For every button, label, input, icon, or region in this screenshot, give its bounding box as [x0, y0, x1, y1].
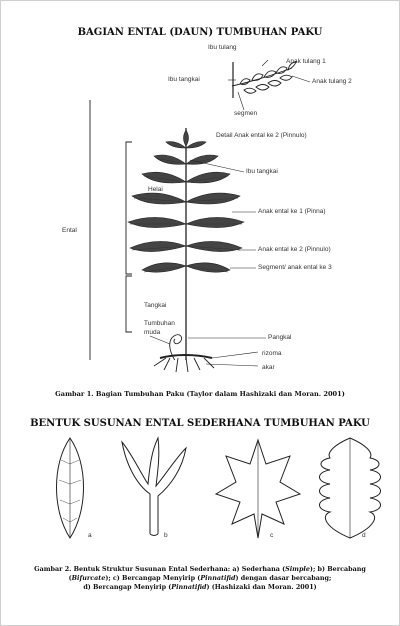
figure1-title: BAGIAN ENTAL (DAUN) TUMBUHAN PAKU: [0, 27, 400, 38]
panel-letter-c: c: [270, 532, 273, 539]
label-anak-tulang-2: Anak tulang 2: [312, 78, 352, 85]
figure1-caption: Gambar 1. Bagian Tumbuhan Paku (Taylor d…: [18, 390, 382, 399]
label-helai: Helai: [148, 186, 163, 193]
label-ibu-tangkai: Ibu tangkai: [246, 168, 278, 175]
frond-shapes-illustration: [0, 434, 400, 544]
figure2-caption-line1: Gambar 2. Bentuk Struktur Susunan Ental …: [2, 565, 398, 574]
panel-letter-a: a: [88, 532, 92, 539]
label-anak-tulang-1: Anak tulang 1: [286, 58, 326, 65]
label-pangkal: Pangkal: [268, 334, 292, 341]
label-anak-ental-1: Anak ental ke 1 (Pinna): [258, 208, 326, 215]
caption-text: ); c) Bercangap Menyirip (: [105, 574, 200, 582]
label-segment: Segment/ anak ental ke 3: [258, 264, 332, 271]
caption-text: ); b) Bercabang: [310, 565, 366, 573]
label-tumbuhan: Tumbuhan: [144, 320, 175, 327]
caption-term-simple: Simple: [285, 565, 310, 573]
caption-term-pinnatifid: Pinnatifid: [171, 583, 206, 591]
caption-term-bifurcate: Bifurcate: [72, 574, 106, 582]
panel-letter-b: b: [164, 532, 168, 539]
panel-letter-d: d: [362, 532, 366, 539]
caption-text: d) Bercangap Menyirip (: [83, 583, 171, 591]
label-ental: Ental: [62, 227, 77, 234]
caption-text: Gambar 2. Bentuk Struktur Susunan Ental …: [34, 565, 285, 573]
caption-text: ) dengan dasar bercabang;: [236, 574, 332, 582]
label-ibu-tulang: Ibu tulang: [208, 44, 237, 51]
figure2-title: BENTUK SUSUNAN ENTAL SEDERHANA TUMBUHAN …: [0, 418, 400, 429]
figure2-caption-line2: (Bifurcate); c) Bercangap Menyirip (Pinn…: [2, 574, 398, 583]
figure2-caption: Gambar 2. Bentuk Struktur Susunan Ental …: [2, 565, 398, 592]
label-muda: muda: [144, 329, 160, 336]
rhizome-roots-illustration: [0, 344, 400, 374]
label-ibu-tangkai-detail: Ibu tangkai: [168, 76, 200, 83]
label-anak-ental-2: Anak ental ke 2 (Pinnulo): [258, 246, 331, 253]
fern-frond-illustration: [0, 100, 400, 360]
caption-term-pinnatifid: Pinnatifid: [200, 574, 235, 582]
figure2-caption-line3: d) Bercangap Menyirip (Pinnatifid) (Hash…: [2, 583, 398, 592]
label-tangkai: Tangkai: [144, 302, 166, 309]
caption-text: ) (Hashizaki dan Moran. 2001): [206, 583, 316, 591]
